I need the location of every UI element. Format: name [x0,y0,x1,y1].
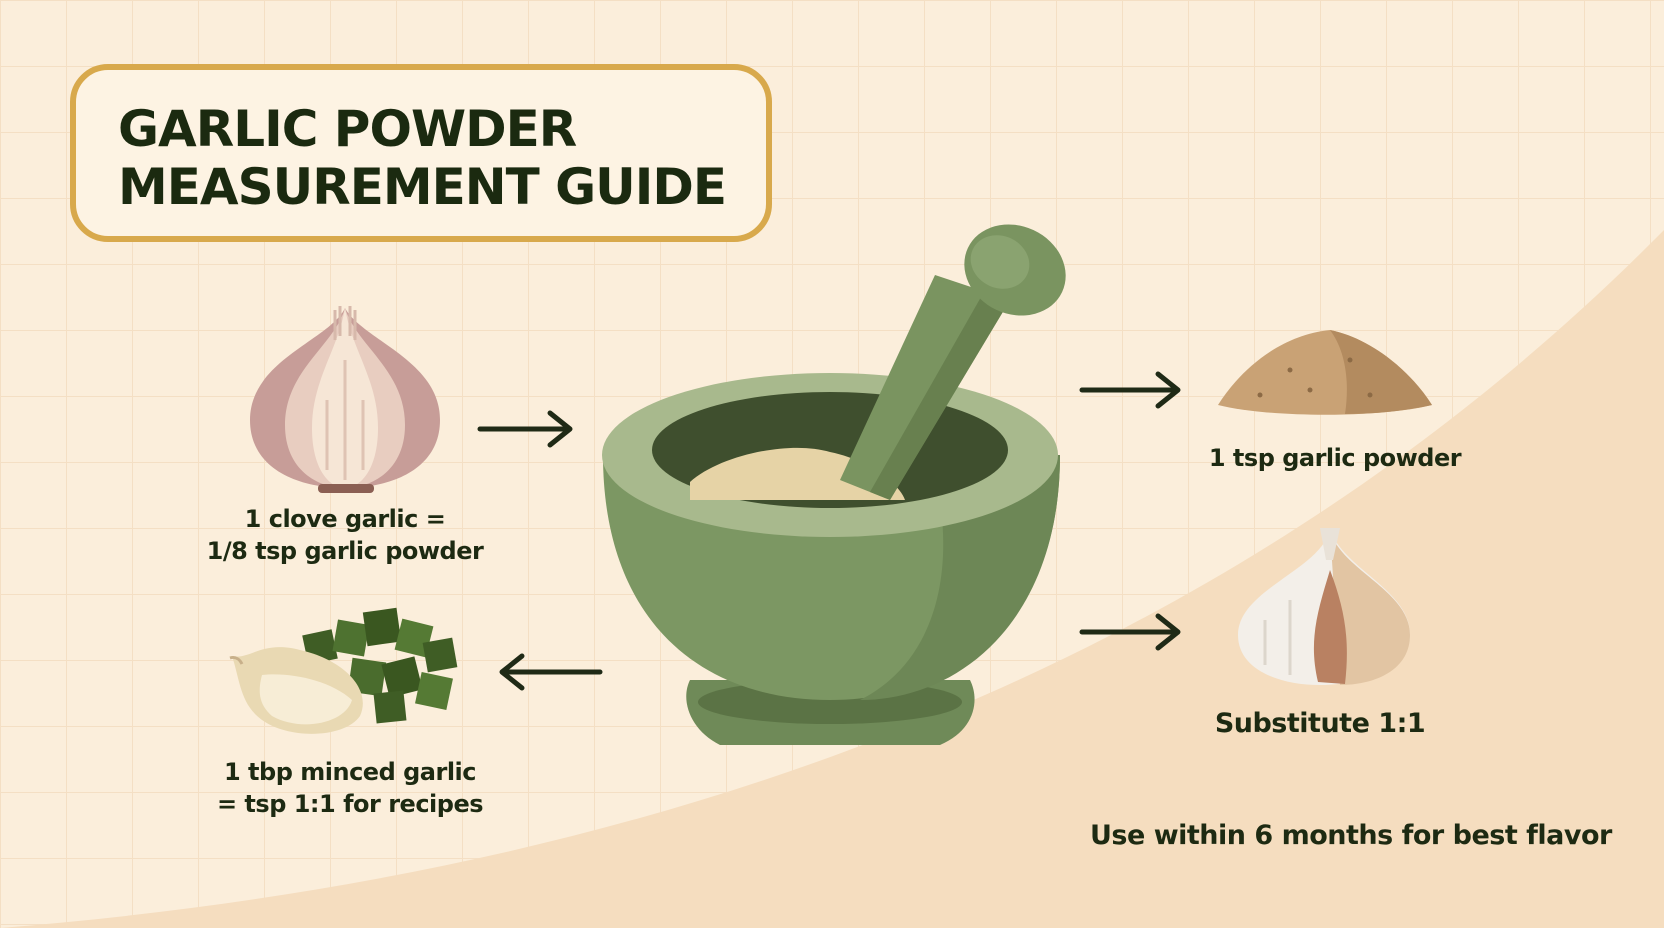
title-line-1: GARLIC POWDER [118,100,577,158]
footer-note: Use within 6 months for best flavor [1090,820,1612,851]
arrow-right-icon [477,410,573,448]
clove-label-line-1: 1 clove garlic = [244,505,446,533]
title-box: GARLIC POWDER MEASUREMENT GUIDE [70,64,772,242]
arrow-left-icon [499,653,603,691]
garlic-bulb-icon [250,306,440,493]
mortar-and-pestle-icon [602,224,1066,745]
arrow-right-icon [1079,613,1181,651]
background-curve [0,230,1664,928]
garlic-bulb-cut-icon [1238,528,1410,685]
arrow-right-icon [1079,371,1181,409]
minced-garlic-icon [229,607,458,734]
substitute-label: Substitute 1:1 [1214,708,1426,739]
garlic-powder-pile-icon [1218,330,1432,415]
title-line-2: MEASUREMENT GUIDE [118,158,727,216]
minced-label-line-2: = tsp 1:1 for recipes [216,790,484,818]
clove-label-line-2: 1/8 tsp garlic powder [206,537,484,565]
powder-label: 1 tsp garlic powder [1208,444,1462,472]
minced-label-line-1: 1 tbp minced garlic [224,758,477,786]
